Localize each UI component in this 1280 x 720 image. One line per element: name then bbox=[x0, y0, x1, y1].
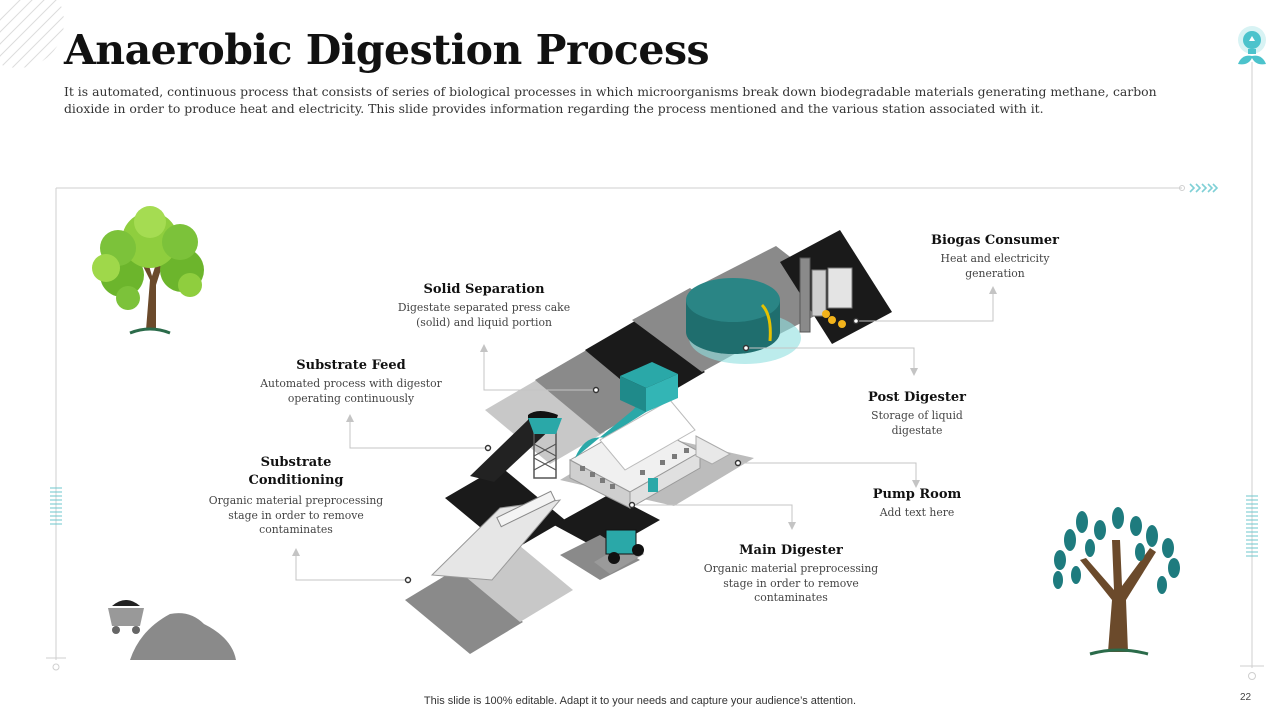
station-desc: Organic material preprocessing stage in … bbox=[703, 562, 879, 604]
connector-lines bbox=[295, 290, 994, 581]
page-number: 22 bbox=[1240, 692, 1252, 703]
digester-tank bbox=[686, 278, 801, 364]
station-desc: Automated process with digestor operatin… bbox=[260, 377, 442, 405]
loader-vehicle-icon bbox=[594, 529, 644, 574]
green-tree-icon bbox=[92, 206, 204, 335]
frame-lines bbox=[46, 62, 1264, 680]
station-title: Pump Room bbox=[872, 487, 962, 502]
slide-subtitle: It is automated, continuous process that… bbox=[64, 84, 1157, 116]
chevron-right-icon bbox=[1189, 183, 1219, 193]
station-post-digester: Post Digester Storage of liquid digestat… bbox=[856, 390, 978, 438]
teal-tree-icon bbox=[1053, 507, 1180, 656]
station-desc: Heat and electricity generation bbox=[940, 252, 1050, 280]
station-desc: Organic material preprocessing stage in … bbox=[208, 494, 384, 536]
station-biogas-consumer: Biogas Consumer Heat and electricity gen… bbox=[920, 233, 1070, 281]
coal-cart-icon bbox=[108, 600, 144, 634]
station-pump-room: Pump Room Add text here bbox=[856, 487, 978, 521]
station-title: Substrate Feed bbox=[296, 358, 406, 373]
station-desc: Storage of liquid digestate bbox=[871, 409, 963, 437]
station-title: Substrate Conditioning bbox=[248, 455, 344, 488]
slide-title: Anaerobic Digestion Process bbox=[64, 26, 710, 74]
station-substrate-feed: Substrate Feed Automated process with di… bbox=[248, 358, 454, 406]
coal-pile-icon bbox=[130, 613, 236, 660]
station-substrate-conditioning: Substrate Conditioning Organic material … bbox=[206, 454, 386, 538]
station-title: Solid Separation bbox=[423, 282, 545, 297]
ruler-ticks-right bbox=[1246, 495, 1258, 557]
separator-container bbox=[620, 362, 678, 412]
station-title: Main Digester bbox=[739, 543, 843, 558]
silo-tower-icon bbox=[528, 418, 562, 479]
main-digester-building bbox=[568, 398, 732, 509]
lightbulb-plant-icon bbox=[1238, 26, 1266, 65]
station-solid-separation: Solid Separation Digestate separated pre… bbox=[380, 282, 588, 330]
station-main-digester: Main Digester Organic material preproces… bbox=[700, 543, 882, 606]
ruler-ticks-left bbox=[50, 487, 62, 525]
slide-footer: This slide is 100% editable. Adapt it to… bbox=[423, 695, 857, 707]
biogas-generator-plant bbox=[799, 257, 853, 333]
station-title: Biogas Consumer bbox=[930, 233, 1060, 248]
station-title: Post Digester bbox=[868, 390, 966, 405]
station-desc: Digestate separated press cake (solid) a… bbox=[397, 301, 571, 329]
station-desc: Add text here bbox=[879, 506, 955, 519]
